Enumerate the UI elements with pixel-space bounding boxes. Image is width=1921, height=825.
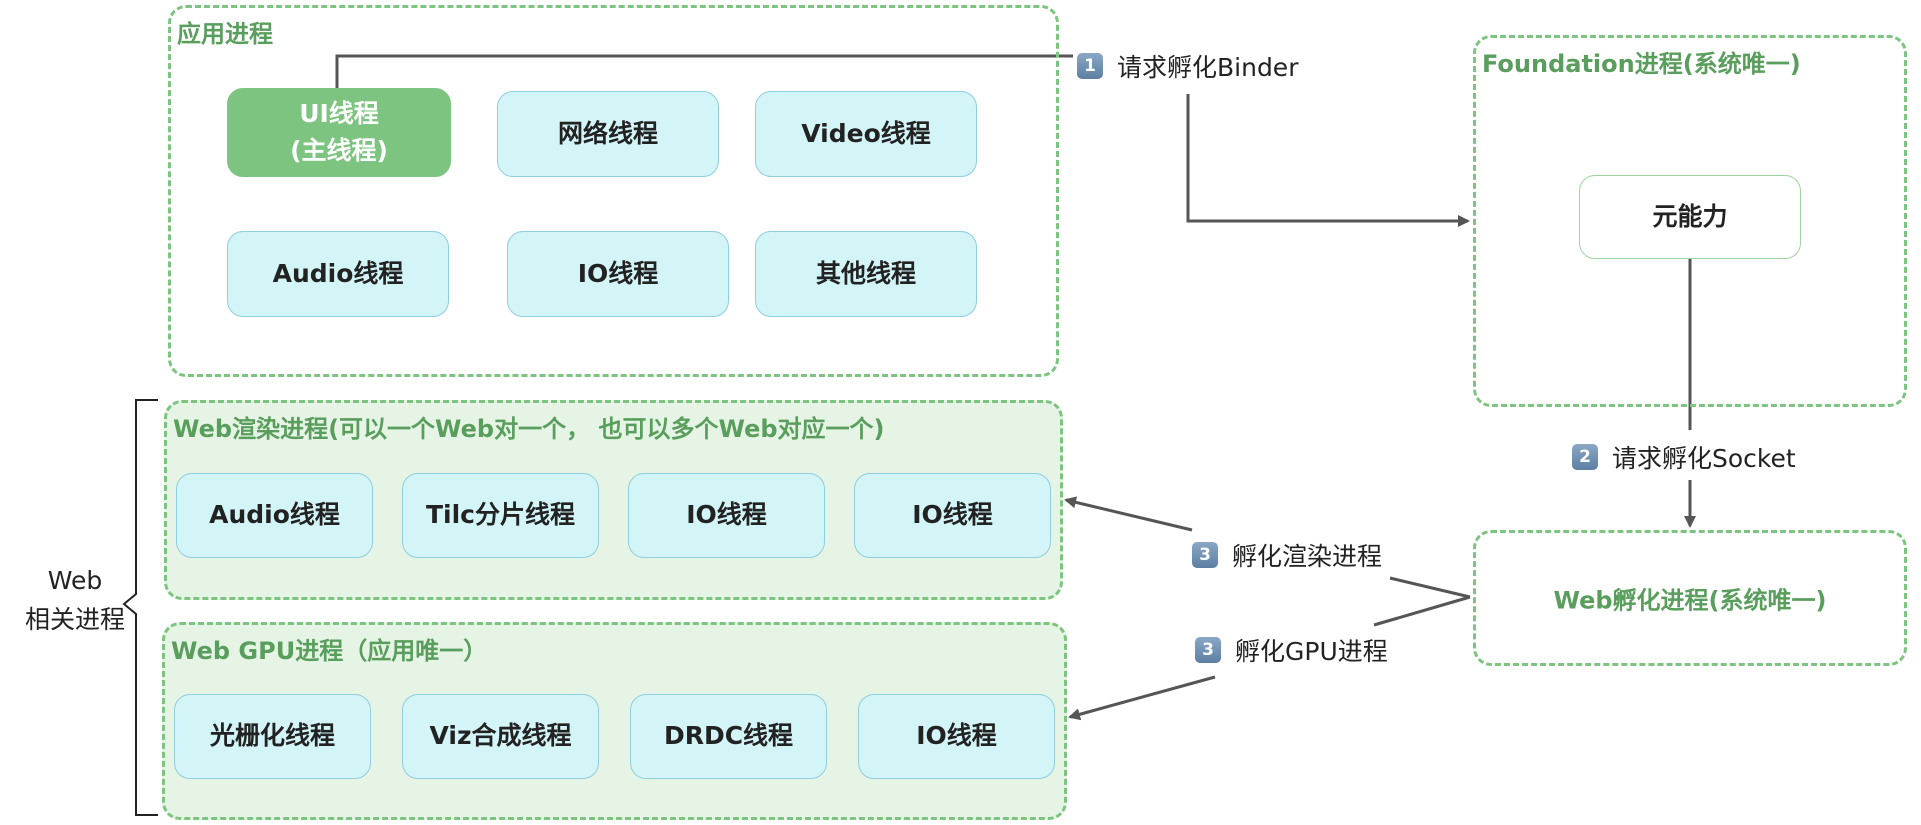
step3-render-label: 3 孵化渲染进程	[1188, 537, 1387, 573]
connector-incubator-to-gpu-label	[1373, 595, 1471, 627]
web-gpu-process-title: Web GPU进程（应用唯一）	[171, 637, 488, 665]
side-label-line1: Web	[47, 566, 103, 595]
render-io-thread-box-2: IO线程	[854, 473, 1051, 558]
io-thread-box: IO线程	[507, 231, 729, 317]
web-incubator-process-group: Web孵化进程(系统唯一)	[1473, 530, 1907, 666]
foundation-process-title: Foundation进程(系统唯一)	[1482, 50, 1801, 78]
web-related-processes-label: Web 相关进程	[10, 562, 140, 640]
render-audio-thread-box: Audio线程	[176, 473, 373, 558]
video-thread-box: Video线程	[755, 91, 977, 177]
capability-box: 元能力	[1579, 175, 1801, 259]
step1-label: 1 请求孵化Binder	[1073, 48, 1303, 84]
ui-thread-box: UI线程 (主线程)	[227, 88, 451, 177]
other-thread-box: 其他线程	[755, 231, 977, 317]
gpu-raster-thread-box: 光栅化线程	[174, 694, 371, 779]
app-process-title: 应用进程	[177, 20, 273, 48]
connector-ui-to-binder	[335, 54, 1078, 88]
gpu-io-thread-box: IO线程	[858, 694, 1055, 779]
render-tile-thread-box: Tilc分片线程	[402, 473, 599, 558]
render-io-thread-box: IO线程	[628, 473, 825, 558]
network-thread-box: 网络线程	[497, 91, 719, 177]
side-label-line2: 相关进程	[24, 604, 125, 634]
step1-text: 请求孵化Binder	[1117, 53, 1299, 82]
number-badge-icon: 3	[1195, 637, 1221, 663]
step3-render-text: 孵化渲染进程	[1232, 542, 1383, 571]
connector-incubator-to-render-label	[1389, 576, 1471, 599]
number-badge-icon: 1	[1077, 53, 1103, 79]
foundation-process-group: Foundation进程(系统唯一)	[1473, 35, 1907, 407]
ui-thread-sublabel: (主线程)	[290, 135, 388, 165]
step3-gpu-label: 3 孵化GPU进程	[1191, 632, 1392, 668]
step2-label: 2 请求孵化Socket	[1568, 439, 1800, 475]
gpu-drdc-thread-box: DRDC线程	[630, 694, 827, 779]
connector-render-label-to-render-process	[1064, 496, 1193, 532]
web-incubator-process-title: Web孵化进程(系统唯一)	[1553, 586, 1827, 615]
ui-thread-label: UI线程	[299, 99, 379, 129]
connector-binder-to-foundation	[1186, 94, 1470, 227]
connector-gpu-label-to-gpu-process	[1068, 675, 1216, 721]
web-render-process-title: Web渲染进程(可以一个Web对一个， 也可以多个Web对应一个)	[173, 415, 885, 443]
number-badge-icon: 3	[1192, 542, 1218, 568]
left-curly-brace-icon	[122, 399, 158, 816]
audio-thread-box: Audio线程	[227, 231, 449, 317]
step2-text: 请求孵化Socket	[1612, 444, 1796, 473]
app-process-group: 应用进程	[168, 5, 1059, 377]
step3-gpu-text: 孵化GPU进程	[1235, 637, 1388, 666]
number-badge-icon: 2	[1572, 444, 1598, 470]
gpu-viz-thread-box: Viz合成线程	[402, 694, 599, 779]
